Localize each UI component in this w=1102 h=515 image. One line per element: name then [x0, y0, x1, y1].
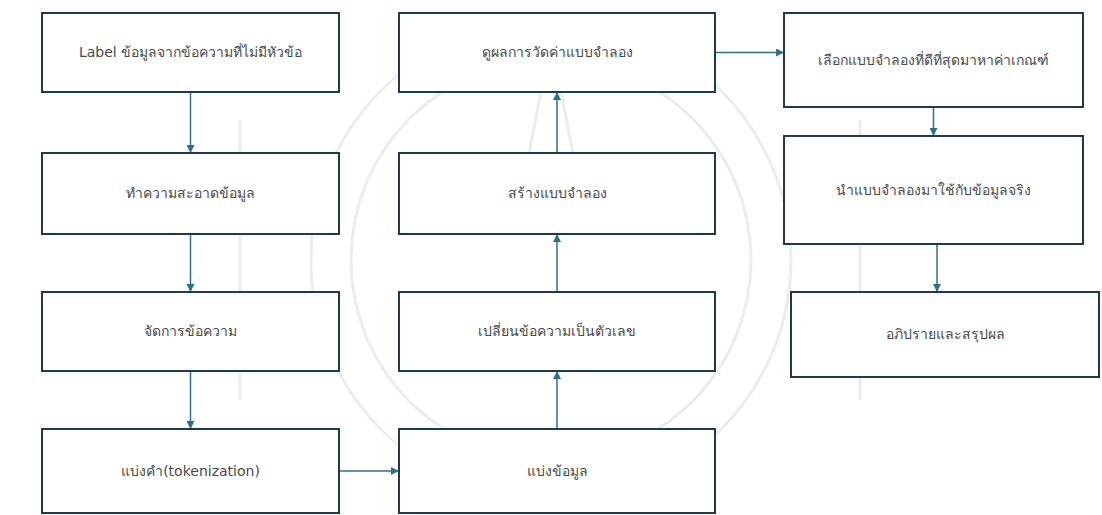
flow-arrow: [933, 108, 935, 135]
flow-arrow: [556, 372, 558, 428]
process-box: แบ่งคำ(tokenization): [41, 428, 340, 514]
box-label: นำแบบจำลองมาใช้กับข้อมูลจริง: [828, 181, 1039, 199]
box-label: สร้างแบบจำลอง: [500, 184, 615, 202]
box-label: ดูผลการวัดค่าแบบจำลอง: [474, 43, 641, 61]
process-box: แบ่งข้อมูล: [398, 428, 716, 514]
process-box: Label ข้อมูลจากข้อความที่ไม่มีหัวข้อ: [41, 12, 340, 93]
flow-arrow: [556, 235, 558, 291]
box-label: อภิปรายและสรุปผล: [878, 325, 1013, 343]
flow-arrow: [340, 470, 398, 472]
process-box: จัดการข้อความ: [41, 291, 340, 372]
flow-arrow: [190, 372, 192, 428]
box-label: Label ข้อมูลจากข้อความที่ไม่มีหัวข้อ: [71, 43, 310, 61]
process-box: ดูผลการวัดค่าแบบจำลอง: [398, 12, 716, 93]
flow-arrow: [190, 235, 192, 291]
box-label: จัดการข้อความ: [136, 322, 245, 340]
process-box: ทำความสะอาดข้อมูล: [41, 152, 340, 235]
process-box: อภิปรายและสรุปผล: [790, 291, 1100, 378]
box-label: เปลี่ยนข้อความเป็นตัวเลข: [470, 322, 644, 340]
flow-arrow: [556, 93, 558, 152]
flow-arrow: [716, 52, 783, 54]
flow-arrow: [190, 93, 192, 152]
box-label: ทำความสะอาดข้อมูล: [118, 184, 263, 202]
box-label: เลือกแบบจำลองที่ดีที่สุดมาหาค่าเกณฑ์: [810, 51, 1057, 69]
process-box: นำแบบจำลองมาใช้กับข้อมูลจริง: [783, 135, 1084, 245]
process-box: เปลี่ยนข้อความเป็นตัวเลข: [398, 291, 716, 372]
process-box: เลือกแบบจำลองที่ดีที่สุดมาหาค่าเกณฑ์: [783, 12, 1084, 108]
box-label: แบ่งข้อมูล: [519, 462, 596, 480]
flow-arrow: [936, 245, 938, 291]
box-label: แบ่งคำ(tokenization): [113, 462, 268, 480]
process-box: สร้างแบบจำลอง: [398, 152, 716, 235]
